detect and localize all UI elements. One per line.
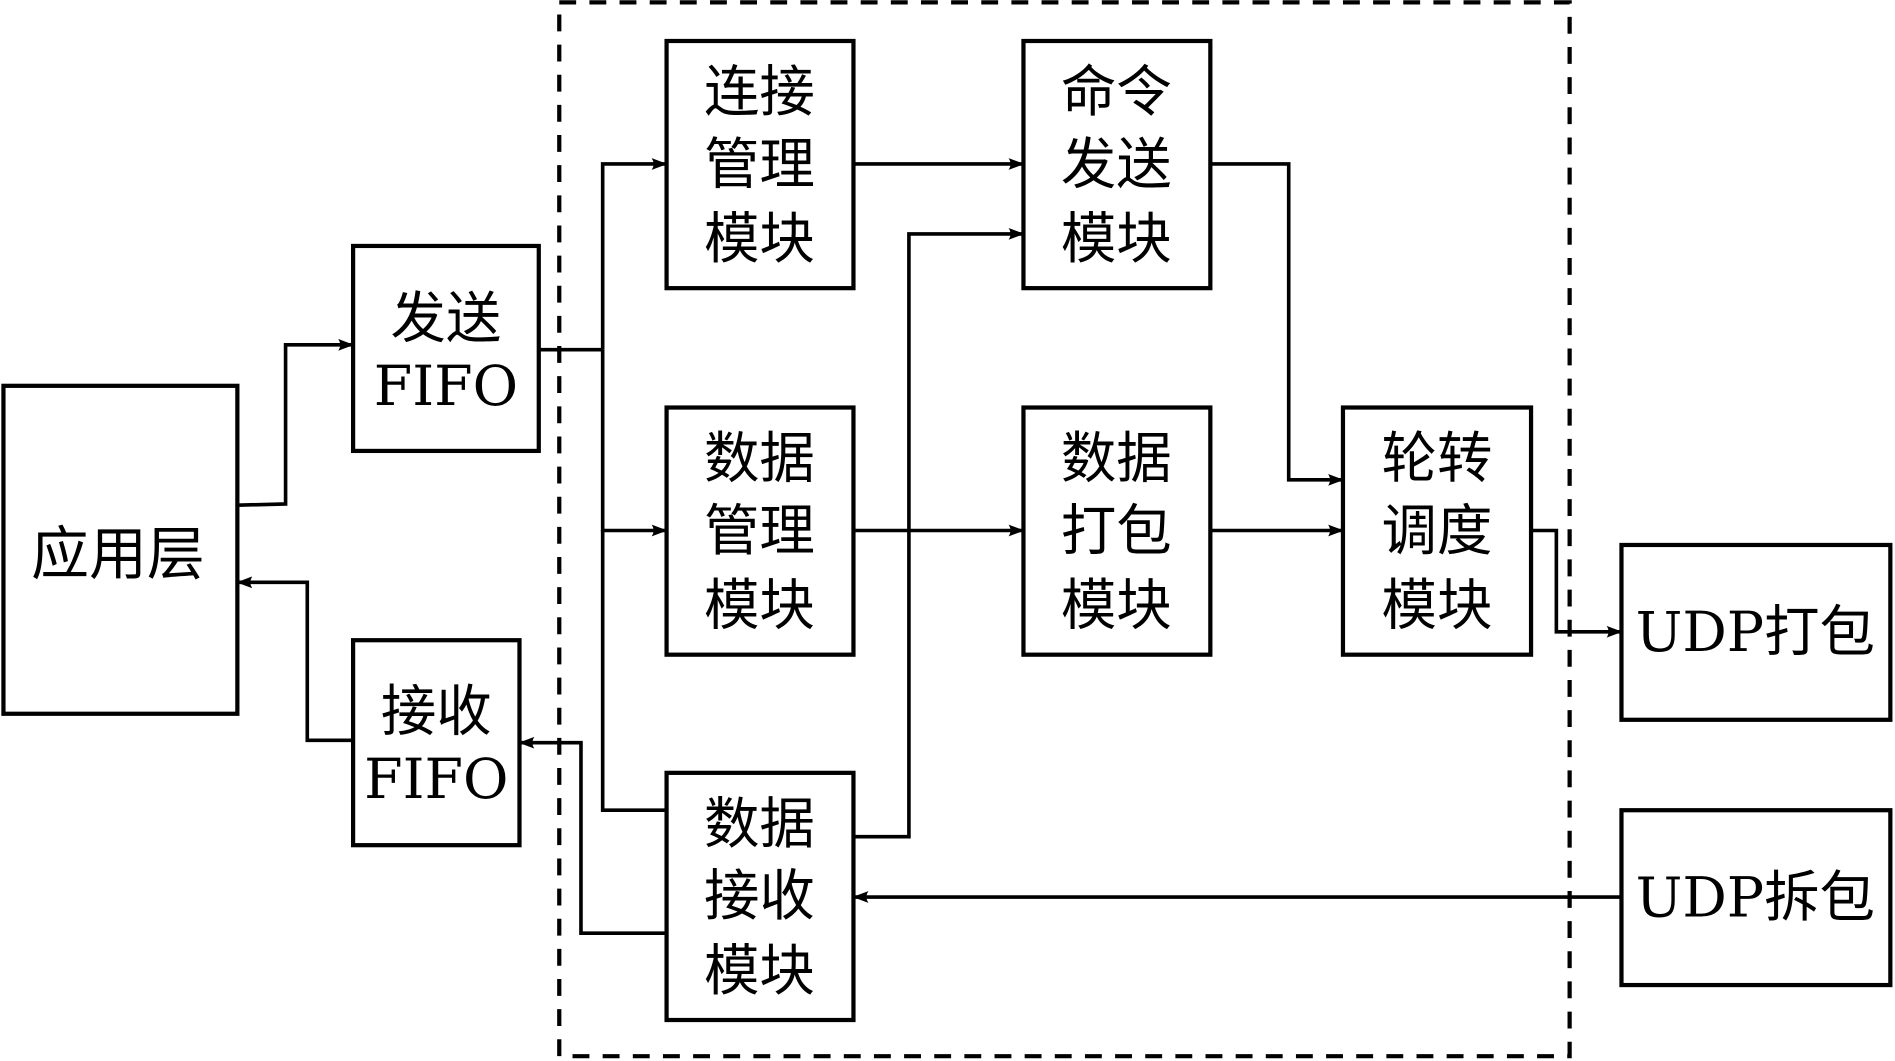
block-label-line1: 发送 bbox=[390, 288, 501, 352]
block-label-line1: 数据 bbox=[1061, 427, 1172, 491]
block-label-line1: 数据 bbox=[704, 793, 815, 857]
block-label-line3: 模块 bbox=[704, 208, 815, 272]
block-label-line2: 打包 bbox=[1061, 500, 1172, 564]
block-label-line2: 管理 bbox=[704, 500, 815, 564]
block-app-layer[interactable]: 应用层 bbox=[1, 383, 240, 716]
block-recv-fifo[interactable]: 接收 FIFO bbox=[350, 638, 522, 848]
block-udp-unpack[interactable]: UDP拆包 bbox=[1619, 808, 1893, 988]
block-data-recv[interactable]: 数据 接收 模块 bbox=[664, 770, 856, 1023]
edge-app-to-send-fifo bbox=[237, 338, 354, 507]
block-label: 应用层 bbox=[31, 520, 205, 588]
block-label-line2: FIFO bbox=[364, 748, 508, 812]
block-label-line3: 模块 bbox=[1382, 575, 1493, 639]
edge-bus-to-data-mgmt bbox=[600, 349, 668, 537]
block-label-line1: 轮转 bbox=[1382, 427, 1493, 491]
edge-recv-fifo-to-app bbox=[236, 576, 354, 743]
block-data-pack[interactable]: 数据 打包 模块 bbox=[1021, 405, 1213, 657]
edge-cmd-to-rr bbox=[1210, 162, 1344, 486]
block-data-mgmt[interactable]: 数据 管理 模块 bbox=[664, 405, 856, 657]
block-label-line2: 接收 bbox=[704, 865, 815, 929]
edge-recv-to-recv-fifo bbox=[518, 736, 667, 936]
block-label-line3: 模块 bbox=[704, 940, 815, 1004]
block-label-line2: 发送 bbox=[1061, 133, 1172, 197]
block-label-line3: 模块 bbox=[1061, 575, 1172, 639]
block-label-line3: 模块 bbox=[1061, 208, 1172, 272]
block-udp-pack[interactable]: UDP打包 bbox=[1619, 542, 1893, 722]
block-conn-mgmt[interactable]: 连接 管理 模块 bbox=[664, 38, 856, 291]
connections bbox=[236, 158, 1623, 936]
edge-bus-to-conn-mgmt bbox=[600, 158, 668, 350]
block-label: UDP拆包 bbox=[1636, 866, 1875, 930]
block-label-line1: 数据 bbox=[704, 427, 815, 491]
block-label-line3: 模块 bbox=[704, 575, 815, 639]
block-label-line1: 命令 bbox=[1061, 61, 1172, 125]
edge-rr-to-udp-pack bbox=[1531, 528, 1623, 638]
edge-recv-to-cmd bbox=[853, 228, 1025, 839]
block-label-line2: FIFO bbox=[374, 355, 518, 419]
block-label-line1: 连接 bbox=[704, 61, 815, 125]
module-group-boundary bbox=[557, 0, 1572, 1059]
block-send-fifo[interactable]: 发送 FIFO bbox=[350, 243, 541, 454]
block-label-line2: 调度 bbox=[1382, 500, 1493, 564]
block-label: UDP打包 bbox=[1636, 601, 1875, 665]
block-round-robin[interactable]: 轮转 调度 模块 bbox=[1340, 405, 1534, 657]
block-label-line1: 接收 bbox=[381, 681, 492, 745]
block-label-line2: 管理 bbox=[704, 133, 815, 197]
edge-bus-to-data-recv bbox=[600, 530, 667, 813]
block-cmd-send[interactable]: 命令 发送 模块 bbox=[1021, 38, 1213, 291]
